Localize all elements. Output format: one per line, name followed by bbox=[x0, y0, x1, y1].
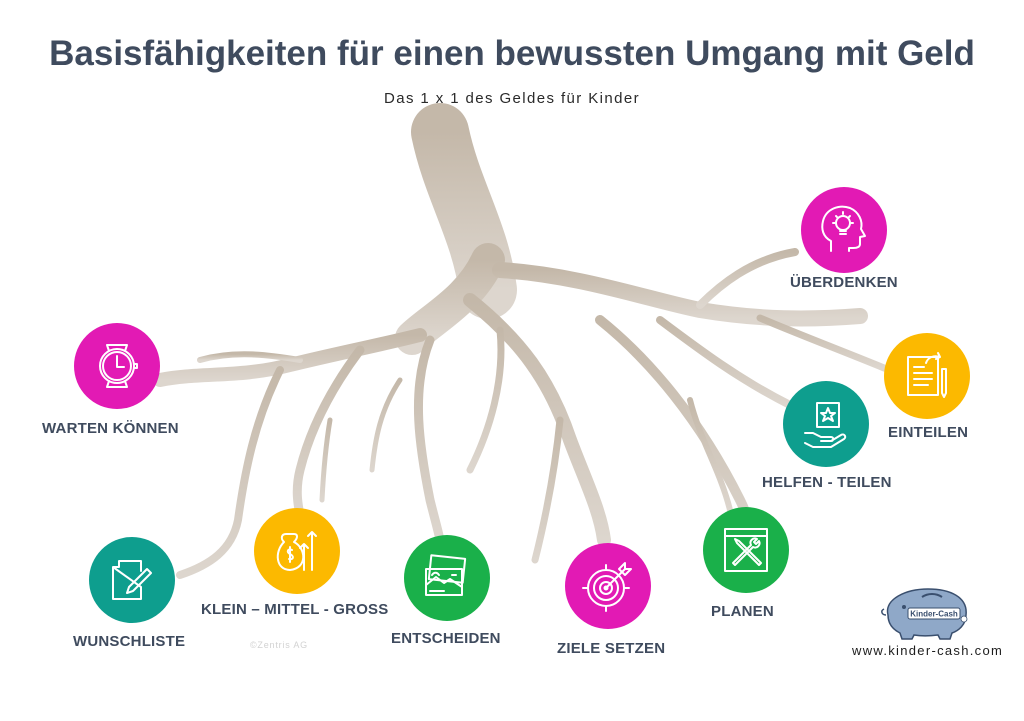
skill-label-ueberdenken: ÜBERDENKEN bbox=[790, 274, 898, 291]
tools-icon bbox=[703, 507, 789, 593]
skill-label-entscheiden: ENTSCHEIDEN bbox=[391, 630, 501, 647]
skill-node-klein-mittel-gross bbox=[254, 508, 340, 594]
watch-icon bbox=[74, 323, 160, 409]
root-branch-klein bbox=[292, 345, 365, 520]
skill-node-helfen-teilen bbox=[783, 381, 869, 467]
website-link[interactable]: www.kinder-cash.com bbox=[852, 643, 1004, 658]
root-branch-overdenken bbox=[696, 248, 799, 309]
lightbulb-head-icon bbox=[801, 187, 887, 273]
page-subtitle: Das 1 x 1 des Geldes für Kinder bbox=[383, 90, 640, 107]
skill-label-helfen-teilen: HELFEN - TEILEN bbox=[762, 474, 892, 491]
notepad-icon bbox=[884, 333, 970, 419]
skill-node-ueberdenken bbox=[801, 187, 887, 273]
skill-node-entscheiden bbox=[404, 535, 490, 621]
root-branch-helfen bbox=[656, 316, 794, 409]
skill-label-ziele-setzen: ZIELE SETZEN bbox=[557, 640, 666, 657]
root-branch-right bbox=[492, 262, 868, 327]
skill-label-warten-koennen: WARTEN KÖNNEN bbox=[42, 420, 179, 437]
root-branch-planen-2 bbox=[687, 397, 733, 513]
page-title: Basisfähigkeiten für einen bewussten Umg… bbox=[49, 34, 975, 73]
helping-hand-icon bbox=[783, 381, 869, 467]
root-branch-middle-2 bbox=[466, 326, 505, 474]
money-growth-icon bbox=[254, 508, 340, 594]
root-branch-warten bbox=[197, 351, 303, 363]
root-branch-entscheiden-2 bbox=[369, 377, 403, 473]
skill-label-klein-mittel-gross: KLEIN – MITTEL - GROSS bbox=[201, 601, 389, 618]
skill-label-wunschliste: WUNSCHLISTE bbox=[73, 633, 186, 650]
root-branch-ziele bbox=[531, 416, 564, 564]
skill-node-einteilen bbox=[884, 333, 970, 419]
kinder-cash-logo: Kinder-Cash bbox=[881, 588, 968, 640]
skill-label-einteilen: EINTEILEN bbox=[888, 424, 969, 441]
root-branch-wunsch bbox=[176, 366, 284, 579]
root-branch-klein-2 bbox=[319, 417, 333, 503]
skill-node-ziele-setzen bbox=[565, 543, 651, 629]
root-branch-einteilen bbox=[756, 314, 888, 372]
pictures-icon bbox=[404, 535, 490, 621]
logo-text: Kinder-Cash bbox=[910, 610, 958, 619]
skill-node-warten-koennen bbox=[74, 323, 160, 409]
root-branch-left bbox=[153, 328, 427, 387]
root-branch-entscheiden bbox=[414, 335, 445, 545]
skill-node-wunschliste bbox=[89, 537, 175, 623]
root-branch-middle bbox=[463, 293, 611, 547]
copyright-note: ©Zentris AG bbox=[250, 640, 308, 650]
skill-label-planen: PLANEN bbox=[711, 603, 774, 620]
skill-node-planen bbox=[703, 507, 789, 593]
edit-note-icon bbox=[89, 537, 175, 623]
target-icon bbox=[565, 543, 651, 629]
